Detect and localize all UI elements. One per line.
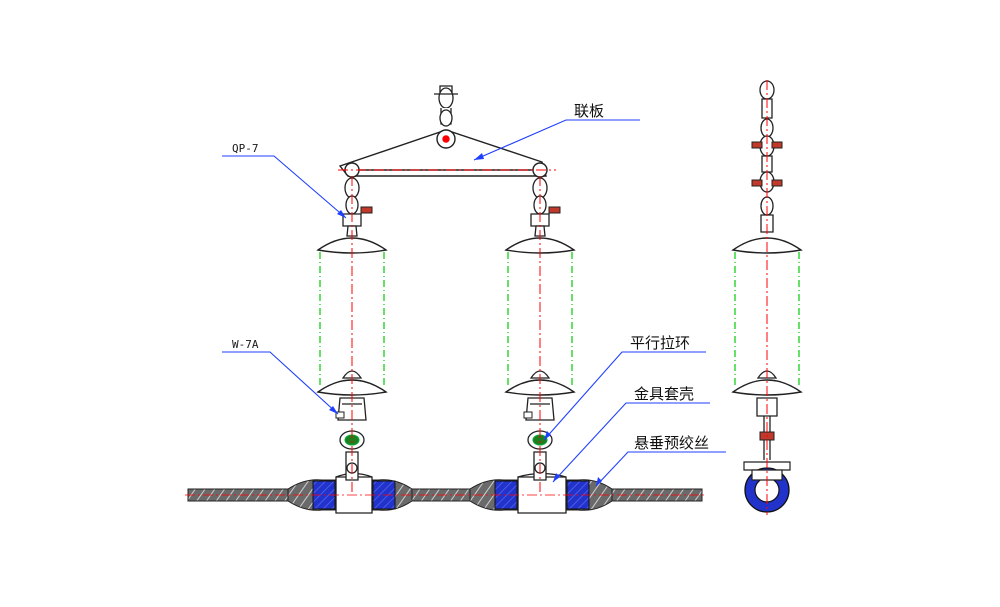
- label-fitting-shell: 金具套壳: [634, 385, 695, 403]
- leader-lines: [222, 119, 726, 487]
- side-view-string: [731, 80, 803, 515]
- label-suspension-preformed: 悬垂预绞丝: [634, 434, 710, 452]
- yoke-plate: [338, 129, 548, 178]
- label-parallel-clevis: 平行拉环: [630, 334, 691, 352]
- label-w7a: W-7A: [232, 338, 259, 351]
- leader-arrowheads: [329, 153, 602, 486]
- right-string: [504, 176, 576, 492]
- label-yoke-plate: 联板: [574, 102, 605, 120]
- left-string: [316, 176, 388, 492]
- top-hanger: [434, 85, 458, 127]
- label-qp7: QP-7: [232, 142, 259, 155]
